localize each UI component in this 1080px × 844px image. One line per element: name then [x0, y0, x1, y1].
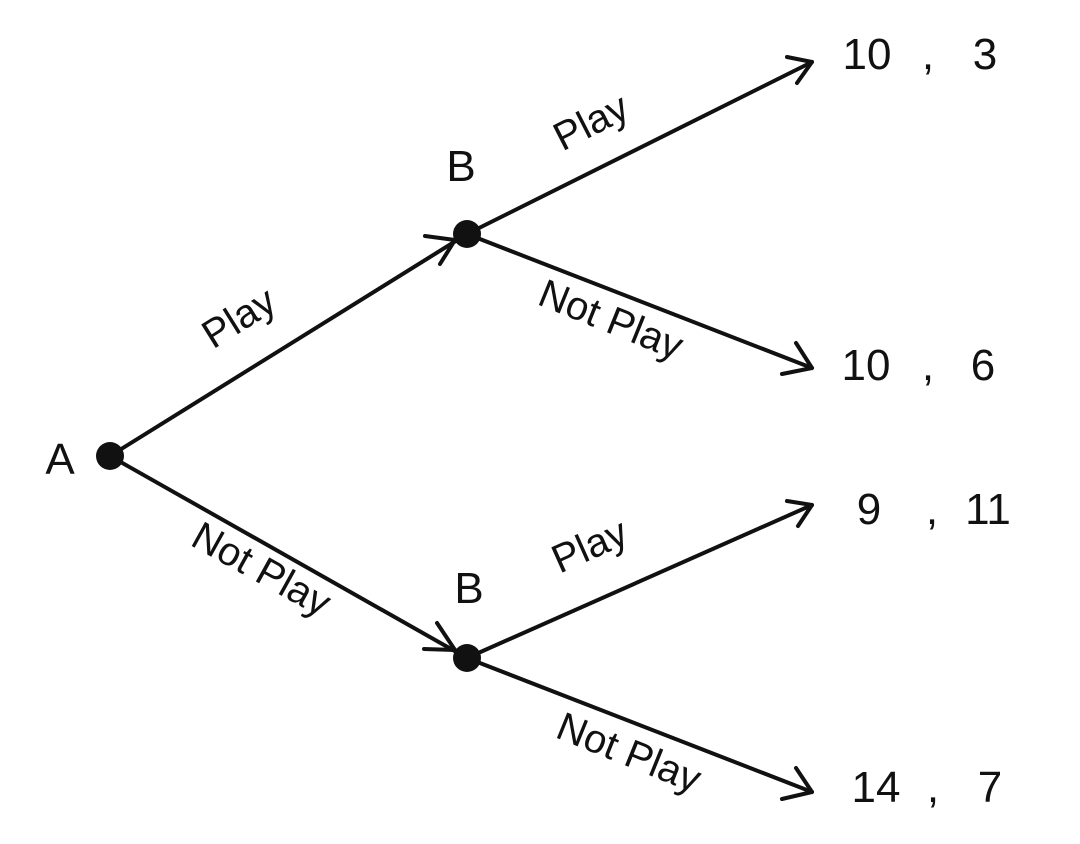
edge-label-a-play: Play: [194, 279, 283, 358]
payoff-a-value: 9: [857, 485, 881, 534]
payoff-b-value: 11: [965, 485, 1011, 534]
edge-b-upper-not-play: [465, 232, 814, 370]
payoff-outcome-4: 14 , 7: [852, 763, 1003, 812]
payoff-a-value: 10: [843, 30, 892, 79]
edge-label-upper-not-play: Not Play: [533, 271, 690, 368]
payoff-a-value: 14: [852, 763, 901, 812]
edge-b-upper-play: [465, 60, 814, 236]
edge-label-a-not-play: Not Play: [185, 514, 339, 626]
payoff-separator: ,: [926, 485, 938, 534]
arrowhead-lower-not-play: [780, 766, 814, 801]
player-label-b-lower: B: [454, 564, 483, 613]
payoff-outcome-1: 10 , 3: [843, 30, 998, 79]
payoff-separator: ,: [927, 763, 939, 812]
payoff-b-value: 7: [978, 763, 1002, 812]
decision-node-b-upper: [453, 220, 481, 248]
arrowhead-upper-not-play: [780, 341, 814, 376]
edge-a-play: [108, 232, 469, 458]
payoff-outcome-2: 10 , 6: [842, 341, 996, 390]
player-label-a: A: [45, 435, 75, 484]
arrowhead-a-not-play: [422, 621, 457, 652]
payoff-separator: ,: [922, 341, 934, 390]
edge-b-lower-play: [465, 503, 814, 660]
payoff-b-value: 3: [973, 30, 997, 79]
payoff-outcome-3: 9 , 11: [857, 485, 1011, 534]
decision-node-b-lower: [453, 644, 481, 672]
arrowhead-lower-play: [785, 499, 814, 528]
edge-label-lower-play: Play: [545, 510, 634, 582]
edge-b-lower-not-play: [465, 656, 814, 794]
payoff-b-value: 6: [971, 341, 995, 390]
decision-node-a: [96, 442, 124, 470]
edge-label-upper-play: Play: [546, 85, 635, 160]
payoff-a-value: 10: [842, 341, 891, 390]
player-label-b-upper: B: [446, 142, 475, 191]
edge-a-not-play: [108, 454, 469, 660]
arrowhead-upper-play: [785, 55, 814, 85]
payoff-separator: ,: [922, 30, 934, 79]
